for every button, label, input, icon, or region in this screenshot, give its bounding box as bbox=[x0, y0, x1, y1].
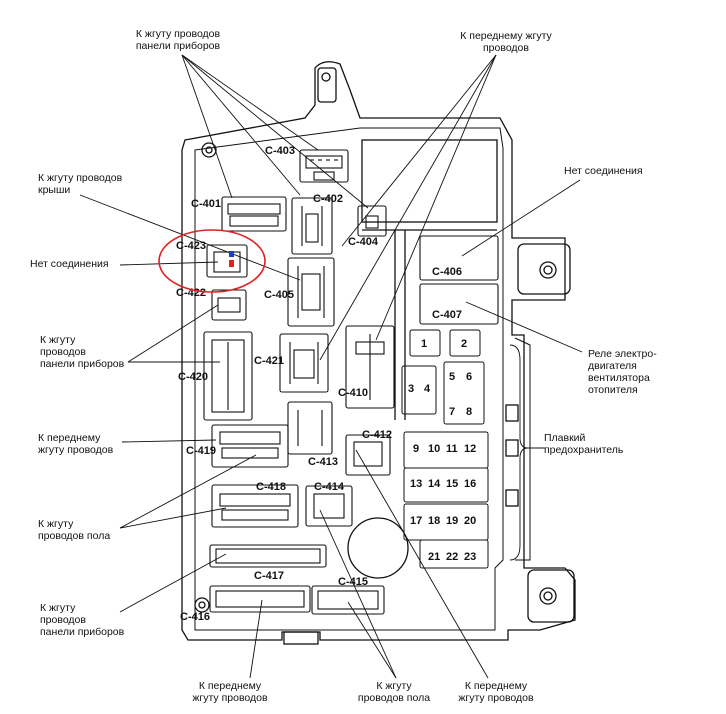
code-c413: C-413 bbox=[308, 456, 338, 468]
connector-c416 bbox=[209, 585, 311, 613]
fuse-10: 10 bbox=[428, 443, 440, 455]
fuse-grid bbox=[401, 329, 489, 569]
fuse-8: 8 bbox=[466, 406, 472, 418]
fuse-21: 21 bbox=[428, 551, 440, 563]
connector-c423 bbox=[206, 244, 248, 278]
label-panel-harness-bottom-left: К жгуту проводов панели приборов bbox=[40, 602, 125, 638]
connector-c420 bbox=[203, 331, 253, 421]
code-c420: C-420 bbox=[178, 371, 208, 383]
label-panel-harness-left: К жгуту проводов панели приборов bbox=[40, 334, 125, 370]
fuse-11: 11 bbox=[446, 443, 458, 455]
connector-c422 bbox=[211, 289, 247, 321]
fuse-1: 1 bbox=[421, 338, 427, 350]
fuse-12: 12 bbox=[464, 443, 476, 455]
label-front-harness-bottom-1: К переднему жгуту проводов bbox=[192, 680, 268, 704]
connector-c413 bbox=[287, 401, 333, 455]
fuse-4: 4 bbox=[424, 383, 431, 395]
code-c417: C-417 bbox=[254, 570, 284, 582]
connector-c412 bbox=[345, 434, 391, 476]
connector-c410 bbox=[345, 325, 395, 409]
code-c419: C-419 bbox=[186, 445, 216, 457]
leader-lines bbox=[79, 54, 583, 679]
code-c410: C-410 bbox=[338, 387, 368, 399]
fuse-7: 7 bbox=[449, 406, 455, 418]
fuse-23: 23 bbox=[464, 551, 476, 563]
label-front-harness-left: К переднему жгуту проводов bbox=[38, 432, 114, 456]
relay-c406 bbox=[419, 235, 499, 281]
code-c418: C-418 bbox=[256, 481, 286, 493]
connector-c401 bbox=[221, 196, 287, 232]
code-c414: C-414 bbox=[314, 481, 345, 493]
code-c422: C-422 bbox=[176, 287, 206, 299]
fuse-9: 9 bbox=[413, 443, 419, 455]
connector-c415 bbox=[311, 585, 385, 615]
code-c406: C-406 bbox=[432, 266, 462, 278]
connector-c419 bbox=[211, 424, 289, 468]
fuse-20: 20 bbox=[464, 515, 476, 527]
label-front-harness-top: К переднему жгуту проводов bbox=[460, 30, 552, 54]
fuse-13: 13 bbox=[410, 478, 422, 490]
label-front-harness-bottom-2: К переднему жгуту проводов bbox=[458, 680, 534, 704]
connector-c418 bbox=[211, 484, 299, 528]
fuse-box-housing bbox=[181, 61, 576, 645]
label-roof-harness: К жгуту проводов крыши bbox=[38, 172, 123, 196]
relay-c407 bbox=[419, 283, 499, 325]
label-floor-harness-left: К жгуту проводов пола bbox=[38, 518, 111, 542]
highlight-annotation bbox=[158, 229, 266, 293]
connector-c403 bbox=[299, 149, 349, 183]
fuse-15: 15 bbox=[446, 478, 458, 490]
fuse-2: 2 bbox=[461, 338, 467, 350]
label-no-connection-right: Нет соединения bbox=[564, 165, 643, 177]
label-floor-harness-bottom: К жгуту проводов пола bbox=[357, 680, 431, 704]
fuse-19: 19 bbox=[446, 515, 458, 527]
fuse-16: 16 bbox=[464, 478, 476, 490]
code-c402: C-402 bbox=[313, 193, 343, 205]
code-c421: C-421 bbox=[254, 355, 284, 367]
code-c412: C-412 bbox=[362, 429, 392, 441]
connector-c405 bbox=[287, 257, 335, 327]
fuse-14: 14 bbox=[428, 478, 441, 490]
connector-c404 bbox=[357, 205, 387, 237]
code-c401: C-401 bbox=[191, 198, 221, 210]
label-fuse: Плавкий предохранитель bbox=[544, 432, 624, 456]
label-heater-fan-relay: Реле электро- двигателя вентилятора отоп… bbox=[588, 348, 657, 396]
connector-c421 bbox=[279, 333, 329, 393]
code-c407: C-407 bbox=[432, 309, 462, 321]
connector-c414 bbox=[305, 485, 353, 527]
fuse-3: 3 bbox=[408, 383, 414, 395]
code-c416: C-416 bbox=[180, 611, 210, 623]
fuse-22: 22 bbox=[446, 551, 458, 563]
code-c404: C-404 bbox=[348, 236, 379, 248]
code-c405: C-405 bbox=[264, 289, 294, 301]
fuse-6: 6 bbox=[466, 371, 472, 383]
code-c423: C-423 bbox=[176, 240, 206, 252]
fuse-numbers: 1 2 3 4 5 6 7 8 9 10 11 12 13 14 15 16 1… bbox=[408, 338, 476, 563]
label-no-connection-left: Нет соединения bbox=[30, 258, 109, 270]
connector-c402 bbox=[291, 197, 333, 255]
code-c403: C-403 bbox=[265, 145, 295, 157]
connector-c417 bbox=[209, 544, 327, 568]
fuse-17: 17 bbox=[410, 515, 422, 527]
fuse-5: 5 bbox=[449, 371, 455, 383]
label-panel-harness-top: К жгуту проводов панели приборов bbox=[135, 28, 221, 52]
fuse-18: 18 bbox=[428, 515, 440, 527]
connector-codes: C-403 C-401 C-402 C-404 C-423 C-422 C-40… bbox=[176, 145, 462, 623]
